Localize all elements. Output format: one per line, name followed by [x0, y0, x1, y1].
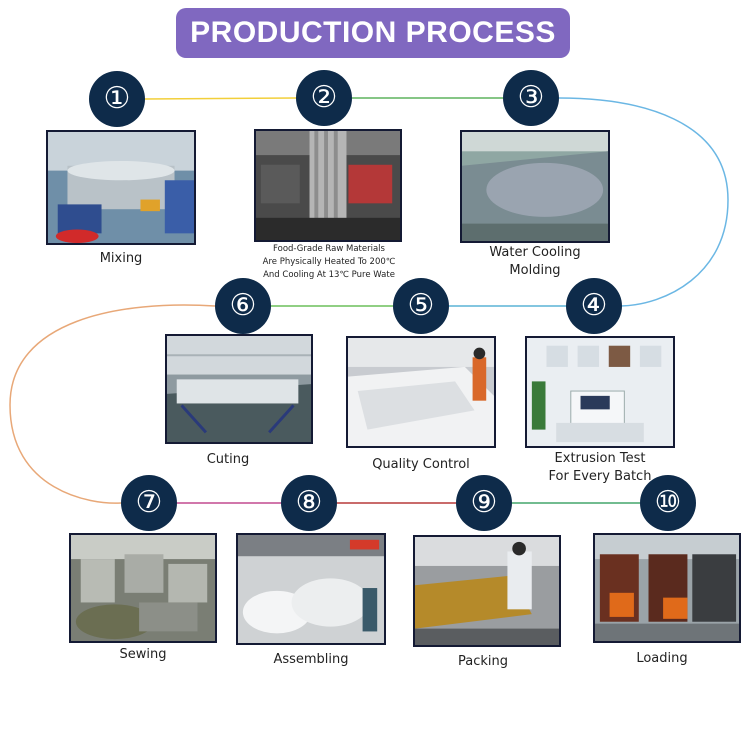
step-8-caption: Assembling [273, 652, 349, 667]
step-3-photo [460, 130, 610, 243]
step-3-badge: ③ [503, 70, 559, 126]
step-9-badge: ⑨ [456, 475, 512, 531]
step-2-caption: Food-Grade Raw Materials Are Physically … [262, 244, 396, 280]
step-9-photo [413, 535, 561, 647]
title-banner: PRODUCTION PROCESS [176, 8, 570, 58]
step-10-badge: ⑩ [640, 475, 696, 531]
step-4-photo [525, 336, 675, 448]
step-7-badge: ⑦ [121, 475, 177, 531]
step-5-photo [346, 336, 496, 448]
step-1-badge: ① [89, 71, 145, 127]
step-2-photo [254, 129, 402, 242]
step-3-caption: Water Cooling Molding [489, 245, 581, 278]
step-10-photo [593, 533, 741, 643]
connector-6-7 [9, 304, 216, 504]
step-4-badge: ④ [566, 278, 622, 334]
step-6-photo [165, 334, 313, 444]
step-4-caption: Extrusion Test For Every Batch [548, 451, 652, 484]
step-7-photo [69, 533, 217, 643]
step-1-photo [46, 130, 196, 245]
step-2-badge: ② [296, 70, 352, 126]
step-9-caption: Packing [457, 654, 508, 669]
step-5-badge: ⑤ [393, 278, 449, 334]
step-8-photo [236, 533, 386, 645]
connector-3-4 [558, 97, 729, 307]
step-8-badge: ⑧ [281, 475, 337, 531]
page-title: PRODUCTION PROCESS [190, 16, 556, 49]
step-7-caption: Sewing [119, 647, 167, 662]
step-10-caption: Loading [636, 651, 688, 666]
step-5-caption: Quality Control [372, 457, 470, 472]
step-6-caption: Cuting [206, 452, 250, 467]
step-6-badge: ⑥ [215, 278, 271, 334]
step-1-caption: Mixing [99, 251, 143, 266]
connector-1-2 [144, 97, 297, 100]
